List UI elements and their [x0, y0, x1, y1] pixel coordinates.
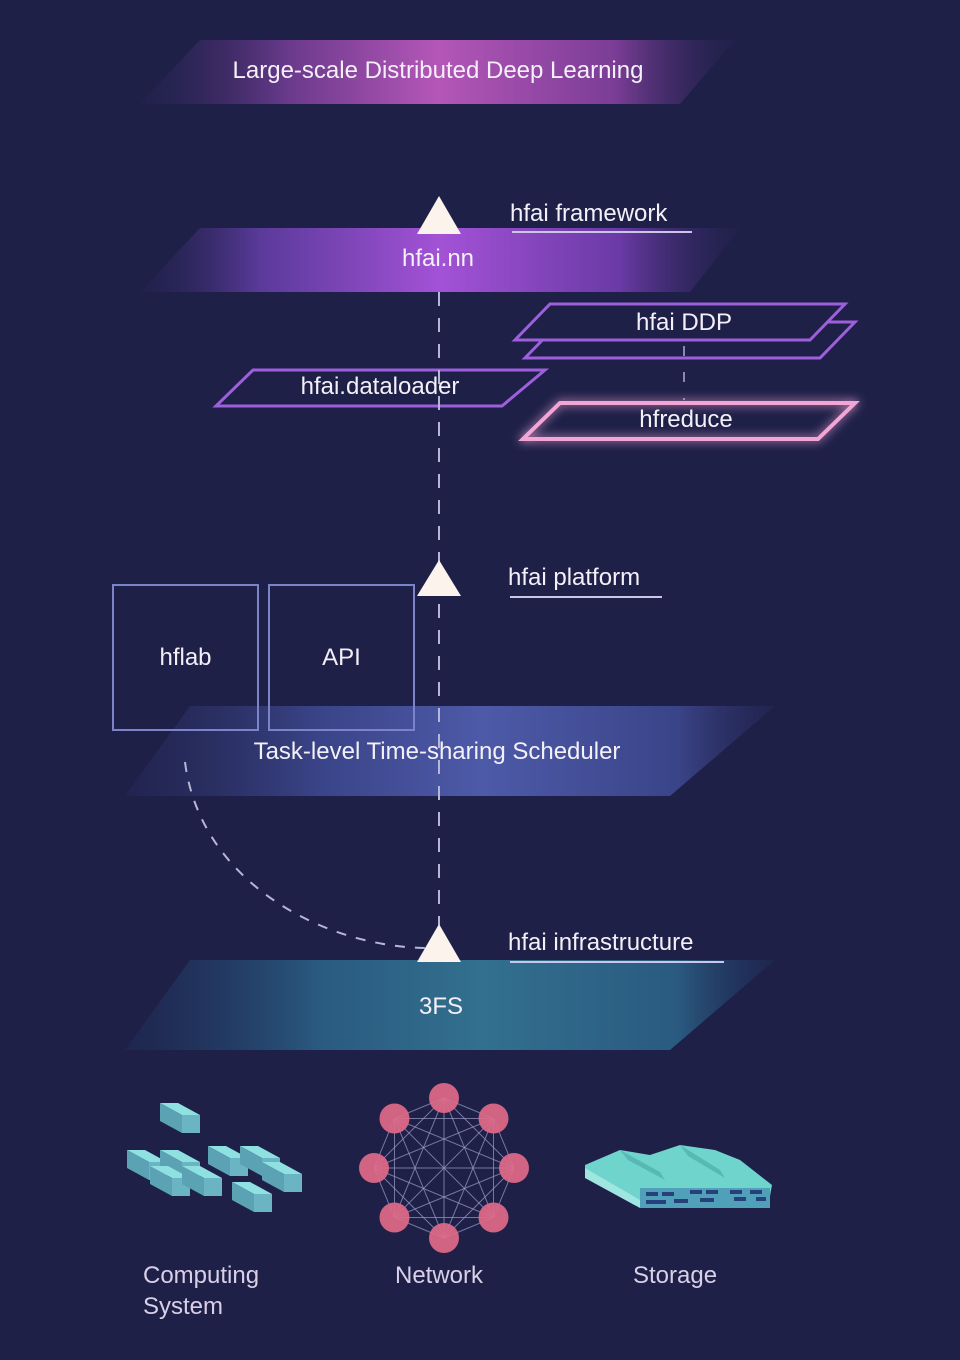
network-link	[394, 1097, 445, 1218]
network-link	[443, 1097, 494, 1218]
hfai-ddp-shape	[511, 302, 849, 342]
network-link	[373, 1118, 494, 1169]
api-box: API	[268, 584, 415, 731]
framework-arrow-icon	[417, 196, 461, 234]
computing-label-line2: System	[143, 1293, 224, 1320]
server-block	[208, 1146, 248, 1176]
network-link	[443, 1118, 494, 1239]
storage-label: Storage	[633, 1262, 718, 1289]
hfai-ddp-label: hfai DDP	[635, 309, 733, 336]
network-link	[373, 1167, 494, 1218]
diagram-title: Large-scale Distributed Deep Learning	[232, 57, 644, 84]
framework-section-label: hfai framework	[510, 200, 668, 227]
server-block	[160, 1103, 200, 1133]
server-blocks-icon	[127, 1103, 302, 1212]
computing-system-label: Computing System	[143, 1260, 259, 1322]
api-label: API	[322, 643, 361, 671]
server-block	[182, 1166, 222, 1196]
storage-array-icon	[585, 1145, 772, 1208]
hflab-label: hflab	[159, 643, 212, 671]
network-link	[394, 1118, 445, 1239]
network-node	[359, 1153, 389, 1183]
hfai-dataloader-label: hfai.dataloader	[300, 373, 460, 400]
3fs-band	[125, 960, 775, 1050]
framework-underline	[512, 231, 692, 233]
curved-dashed-connector	[184, 761, 426, 949]
platform-arrow-icon	[417, 560, 461, 596]
platform-underline	[510, 596, 662, 598]
infrastructure-arrow-icon	[417, 924, 461, 962]
network-label: Network	[395, 1262, 484, 1289]
network-node	[429, 1083, 459, 1113]
scheduler-band	[125, 706, 775, 796]
title-band	[140, 40, 735, 104]
network-node	[429, 1223, 459, 1253]
network-node	[379, 1202, 410, 1233]
network-link	[394, 1167, 515, 1218]
hflab-box: hflab	[112, 584, 259, 731]
network-link	[394, 1118, 515, 1169]
hfai-nn-label: hfai.nn	[401, 245, 475, 272]
hfreduce-shape	[518, 401, 860, 441]
infrastructure-underline	[510, 961, 724, 963]
server-block	[262, 1162, 302, 1192]
platform-section-label: hfai platform	[508, 564, 641, 591]
computing-label-line1: Computing	[143, 1262, 260, 1289]
server-block	[232, 1182, 272, 1212]
network-node	[379, 1103, 410, 1134]
network-node	[499, 1153, 529, 1183]
network-node	[478, 1103, 509, 1134]
scheduler-label: Task-level Time-sharing Scheduler	[253, 738, 621, 765]
hfreduce-label: hfreduce	[639, 406, 733, 433]
hfai-nn-band	[140, 228, 740, 292]
infrastructure-section-label: hfai infrastructure	[508, 929, 694, 956]
hfai-dataloader-shape	[212, 368, 550, 408]
network-node	[478, 1202, 509, 1233]
network-mesh-icon	[359, 1083, 529, 1253]
network-link	[373, 1167, 445, 1239]
3fs-label: 3FS	[418, 993, 464, 1020]
network-link	[394, 1118, 494, 1218]
